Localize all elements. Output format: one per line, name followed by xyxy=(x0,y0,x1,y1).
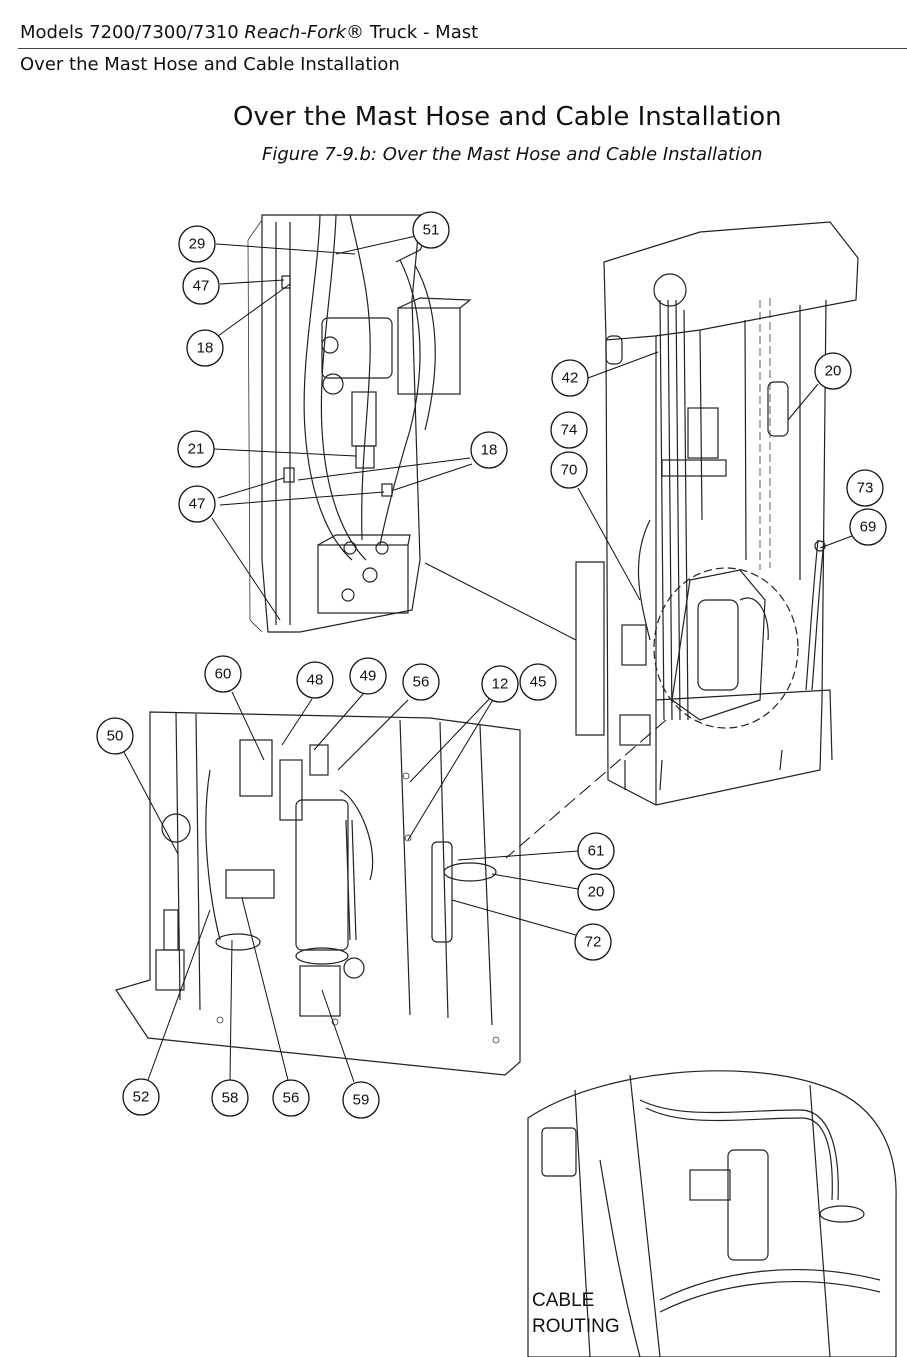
svg-text:47: 47 xyxy=(189,496,206,513)
document-header-model: Models 7200/7300/7310 Reach-Fork® Truck … xyxy=(20,22,478,43)
page-title: Over the Mast Hose and Cable Installatio… xyxy=(233,102,782,132)
svg-text:58: 58 xyxy=(222,1090,239,1107)
callout-18: 18 xyxy=(186,329,224,367)
svg-text:48: 48 xyxy=(307,672,324,689)
svg-text:18: 18 xyxy=(481,442,498,459)
svg-text:12: 12 xyxy=(492,676,509,693)
svg-text:52: 52 xyxy=(133,1089,150,1106)
svg-text:20: 20 xyxy=(588,884,605,901)
leader-lines xyxy=(123,235,853,1083)
callout-73: 73 xyxy=(846,469,884,507)
cable-label-line1: CABLE xyxy=(532,1290,594,1311)
callout-50: 50 xyxy=(96,717,134,755)
callout-47: 47 xyxy=(182,267,220,305)
document-header-section: Over the Mast Hose and Cable Installatio… xyxy=(20,54,400,75)
callout-47: 47 xyxy=(178,485,216,523)
svg-text:61: 61 xyxy=(588,843,605,860)
svg-text:47: 47 xyxy=(193,278,210,295)
mast-assembly-overview xyxy=(603,221,859,806)
svg-text:21: 21 xyxy=(188,441,205,458)
callout-29: 29 xyxy=(178,225,216,263)
callout-48: 48 xyxy=(296,661,334,699)
header-suffix: ® Truck - Mast xyxy=(346,22,479,43)
header-prefix: Models 7200/7300/7310 xyxy=(20,22,245,43)
svg-text:72: 72 xyxy=(585,934,602,951)
callout-72: 72 xyxy=(574,923,612,961)
svg-text:42: 42 xyxy=(562,370,579,387)
svg-text:70: 70 xyxy=(561,462,578,479)
svg-text:56: 56 xyxy=(283,1090,300,1107)
callout-74: 74 xyxy=(550,411,588,449)
callout-49: 49 xyxy=(349,657,387,695)
svg-text:56: 56 xyxy=(413,674,430,691)
section-bracket xyxy=(575,561,605,736)
hose-clamp-detail xyxy=(115,711,521,1076)
svg-text:18: 18 xyxy=(197,340,214,357)
cable-label-line2: ROUTING xyxy=(532,1316,620,1337)
svg-text:69: 69 xyxy=(860,519,877,536)
callout-60: 60 xyxy=(204,655,242,693)
callout-52: 52 xyxy=(122,1078,160,1116)
valve-block-detail xyxy=(247,214,472,633)
callout-18: 18 xyxy=(470,431,508,469)
svg-text:60: 60 xyxy=(215,666,232,683)
svg-text:20: 20 xyxy=(825,363,842,380)
callout-20: 20 xyxy=(814,352,852,390)
svg-text:51: 51 xyxy=(423,222,440,239)
callout-12: 12 xyxy=(481,665,519,703)
callout-70: 70 xyxy=(550,451,588,489)
detail-indicator-line xyxy=(505,719,667,859)
callout-61: 61 xyxy=(577,832,615,870)
leader-bracket xyxy=(424,562,577,641)
callout-51: 51 xyxy=(412,211,450,249)
callout-20: 20 xyxy=(577,873,615,911)
callout-69: 69 xyxy=(849,508,887,546)
header-rule xyxy=(18,48,907,49)
callout-42: 42 xyxy=(551,359,589,397)
callout-56: 56 xyxy=(272,1079,310,1117)
callout-21: 21 xyxy=(177,430,215,468)
svg-text:50: 50 xyxy=(107,728,124,745)
callout-58: 58 xyxy=(211,1079,249,1117)
callout-56: 56 xyxy=(402,663,440,701)
header-product-name: Reach-Fork xyxy=(244,22,347,43)
cable-routing-detail xyxy=(527,1070,897,1357)
svg-text:49: 49 xyxy=(360,668,377,685)
svg-text:45: 45 xyxy=(530,674,547,691)
callout-45: 45 xyxy=(519,663,557,701)
callout-59: 59 xyxy=(342,1081,380,1119)
svg-text:59: 59 xyxy=(353,1092,370,1109)
svg-text:29: 29 xyxy=(189,236,206,253)
figure-caption: Figure 7-9.b: Over the Mast Hose and Cab… xyxy=(262,144,763,165)
svg-text:73: 73 xyxy=(857,480,874,497)
svg-text:74: 74 xyxy=(561,422,578,439)
